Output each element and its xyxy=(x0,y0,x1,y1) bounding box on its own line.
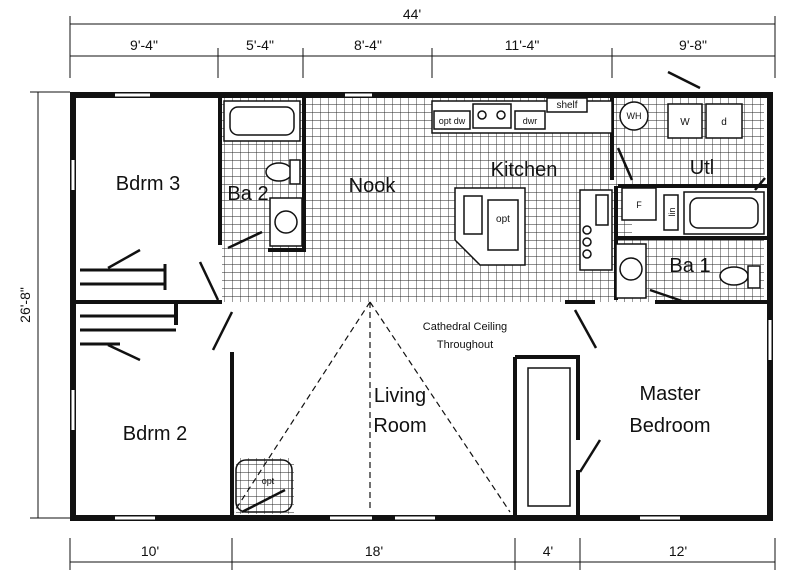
ceiling-note-line2: Throughout xyxy=(437,339,493,351)
top-dim-4: 11'-4" xyxy=(505,37,540,53)
room-utl: Utl xyxy=(690,157,714,179)
label-shelf: shelf xyxy=(556,100,577,111)
kitchen-counters xyxy=(431,97,613,271)
label-fireplace-opt: opt xyxy=(262,476,275,486)
room-ba2: Ba 2 xyxy=(227,183,268,205)
top-dim-2: 5'-4" xyxy=(246,37,274,53)
room-bdrm2: Bdrm 2 xyxy=(123,423,187,445)
room-bdrm3: Bdrm 3 xyxy=(116,173,180,195)
room-ba1: Ba 1 xyxy=(669,255,710,277)
ceiling-note-line1: Cathedral Ceiling xyxy=(423,321,507,333)
overall-width-label: 44' xyxy=(403,6,421,22)
bottom-dimensions xyxy=(69,538,776,570)
closet-rod xyxy=(527,367,571,507)
left-dimension xyxy=(30,91,70,519)
top-dim-5: 9'-8" xyxy=(679,37,707,53)
top-dim-3: 8'-4" xyxy=(354,37,382,53)
label-dryer: d xyxy=(721,117,727,128)
bath2-fixtures xyxy=(223,100,303,247)
bottom-dim-4: 12' xyxy=(669,543,687,559)
room-master-line2: Bedroom xyxy=(629,415,710,437)
room-master-line1: Master xyxy=(639,383,700,405)
depth-label: 26'-8" xyxy=(17,287,33,323)
room-living-line1: Living xyxy=(374,385,426,407)
utility-fixtures xyxy=(619,101,743,221)
label-washer: W xyxy=(680,117,690,128)
room-kitchen: Kitchen xyxy=(491,159,558,181)
top-dim-1: 9'-4" xyxy=(130,37,158,53)
label-dwr: dwr xyxy=(523,116,538,126)
fireplace-box xyxy=(235,459,293,513)
cathedral-ceiling-lines xyxy=(233,301,511,513)
top-dimensions xyxy=(69,16,776,78)
bath1-fixtures xyxy=(615,191,765,299)
bottom-dim-3: 4' xyxy=(543,543,553,559)
closet-shelves xyxy=(80,264,176,346)
label-wh: WH xyxy=(627,111,642,121)
room-living-line2: Room xyxy=(373,415,426,437)
label-island-opt: opt xyxy=(496,214,510,225)
label-furnace: F xyxy=(636,200,642,210)
windows xyxy=(71,93,772,520)
label-opt-dw: opt dw xyxy=(439,116,466,126)
doors xyxy=(107,70,766,514)
interior-walls xyxy=(76,98,768,515)
kitchen-island xyxy=(454,187,526,266)
label-lin: lin xyxy=(667,207,677,216)
bottom-dim-2: 18' xyxy=(365,543,383,559)
bottom-dim-1: 10' xyxy=(141,543,159,559)
room-nook: Nook xyxy=(349,175,397,197)
